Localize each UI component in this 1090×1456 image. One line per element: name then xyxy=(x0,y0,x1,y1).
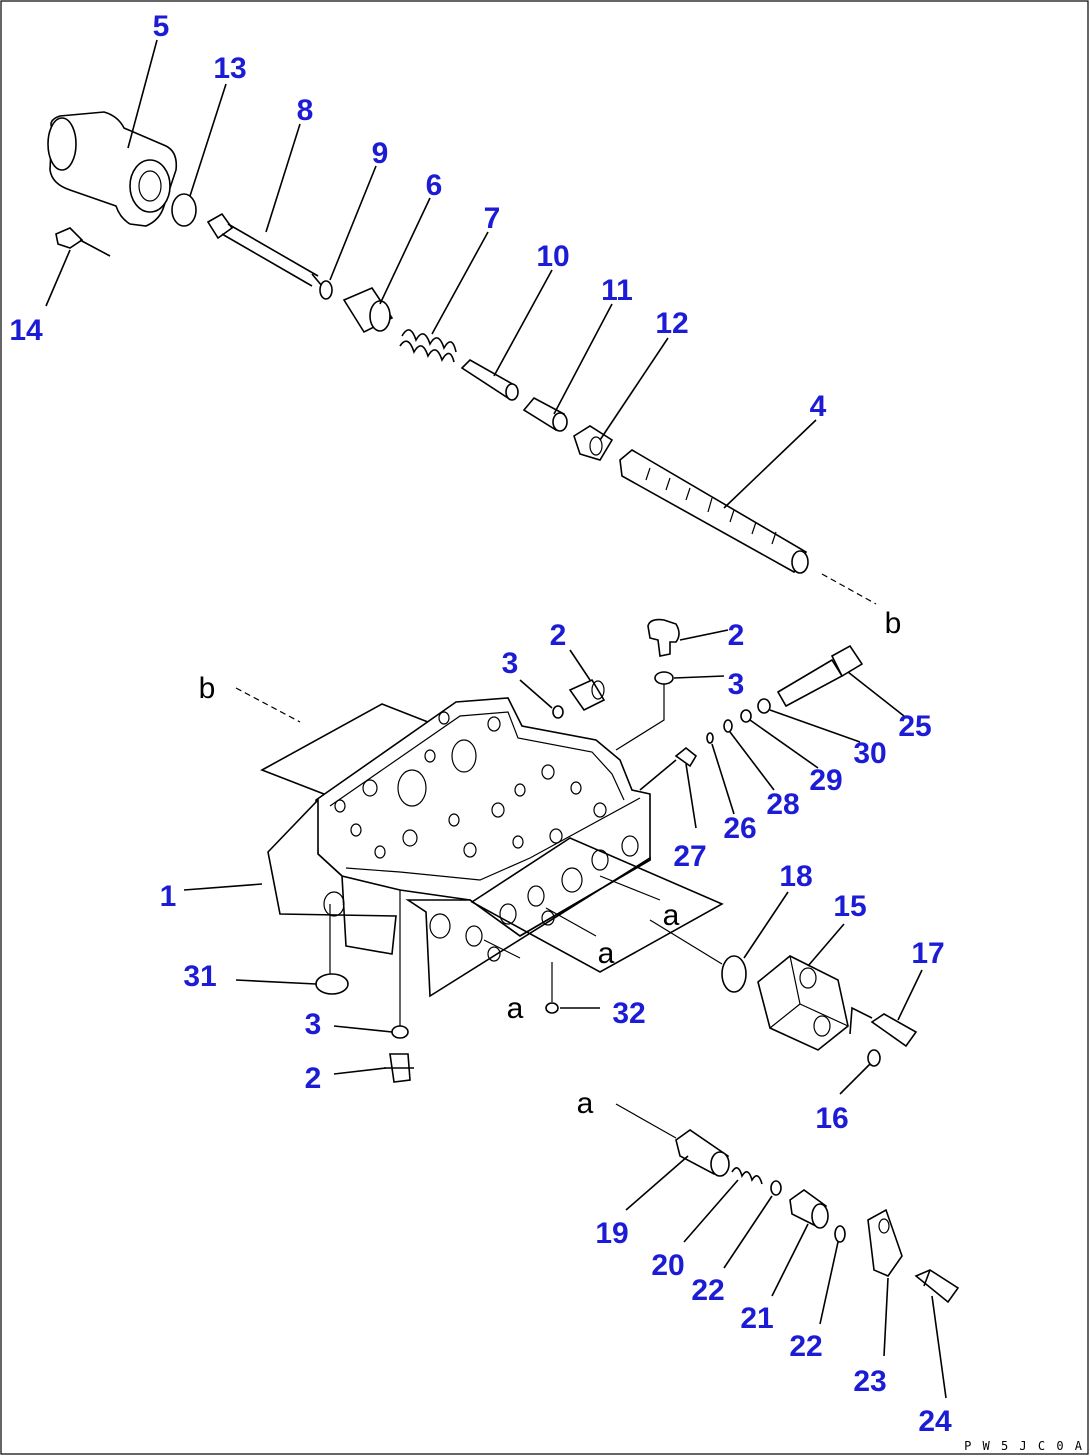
callout-c13: 13 xyxy=(213,52,246,85)
part-3-o-ring-top-right xyxy=(654,671,674,685)
part-1-valve-body xyxy=(260,697,651,998)
callout-c23: 23 xyxy=(853,1365,886,1398)
part-24-bolt xyxy=(914,1269,960,1304)
part-14-bolt xyxy=(55,227,111,257)
callout-c31: 31 xyxy=(183,960,216,993)
part-30-ring xyxy=(757,698,771,714)
callout-c2b: 2 xyxy=(728,619,745,652)
callout-c3a: 3 xyxy=(502,647,519,680)
callout-c9: 9 xyxy=(372,137,389,170)
arrow-a-lower xyxy=(615,1103,677,1139)
part-22-ring-2 xyxy=(834,1225,846,1243)
leader-lines xyxy=(45,39,947,1399)
part-15-block xyxy=(757,955,849,1051)
view-letter-lb1: b xyxy=(885,607,902,640)
callout-c32: 32 xyxy=(612,997,645,1030)
callout-c25: 25 xyxy=(898,710,931,743)
callout-c11: 11 xyxy=(601,274,633,307)
arrow-b-upper xyxy=(821,573,877,605)
callout-c3b: 3 xyxy=(728,668,745,701)
callout-c2c: 2 xyxy=(305,1062,322,1095)
callout-c19: 19 xyxy=(595,1217,628,1250)
callout-c1: 1 xyxy=(160,880,177,913)
callout-c8: 8 xyxy=(297,94,314,127)
part-7-spring xyxy=(399,329,457,363)
callout-c18: 18 xyxy=(779,860,812,893)
part-32-o-ring xyxy=(545,1002,559,1014)
drawing-code: P W 5 J C 0 A xyxy=(964,1439,1084,1453)
view-letter-la3: a xyxy=(507,992,524,1025)
callout-c12: 12 xyxy=(655,307,688,340)
arrow-a-2 xyxy=(545,907,597,937)
callout-c14: 14 xyxy=(9,314,43,347)
callout-c17: 17 xyxy=(911,937,944,970)
part-23-cover xyxy=(867,1208,903,1277)
view-letter-la1: a xyxy=(663,899,680,932)
part-27-plug xyxy=(639,746,698,791)
callout-c4: 4 xyxy=(810,390,827,423)
part-12-collar xyxy=(573,425,614,461)
view-letter-lb2: b xyxy=(199,672,216,705)
part-10-piston xyxy=(460,359,519,401)
part-21-piston xyxy=(789,1189,829,1229)
part-5-cover xyxy=(47,111,178,227)
section-plane-a xyxy=(470,837,724,973)
leader-3-top-right-body xyxy=(615,684,665,751)
part-4-spool xyxy=(619,449,809,574)
part-29-ring xyxy=(740,709,752,723)
part-13-o-ring xyxy=(171,193,197,227)
callout-c22b: 22 xyxy=(789,1330,822,1363)
part-2-plug-top-left xyxy=(568,678,606,712)
callout-c3c: 3 xyxy=(305,1008,322,1041)
callout-c28: 28 xyxy=(766,788,799,821)
part-2-plug-bottom xyxy=(384,1053,414,1083)
callout-c22a: 22 xyxy=(691,1274,724,1307)
callout-c29: 29 xyxy=(809,764,842,797)
arrow-a-1 xyxy=(599,875,661,901)
view-letter-layer: b b a a a a xyxy=(199,607,902,1120)
part-20-spring xyxy=(731,1167,763,1185)
callout-c6: 6 xyxy=(426,169,443,202)
view-letter-la2: a xyxy=(598,937,615,970)
part-22-ring-1 xyxy=(770,1180,782,1196)
part-25-valve xyxy=(776,644,864,708)
part-31-cover xyxy=(315,973,349,995)
part-18-o-ring xyxy=(721,955,747,993)
part-17-bolt xyxy=(849,1006,918,1048)
arrow-b-lower xyxy=(235,687,301,723)
callout-c26: 26 xyxy=(723,812,756,845)
callout-c2a: 2 xyxy=(550,619,567,652)
callout-c15: 15 xyxy=(833,890,866,923)
leader-18-body xyxy=(649,919,723,965)
callout-c20: 20 xyxy=(651,1249,684,1282)
callout-c16: 16 xyxy=(815,1102,848,1135)
part-28-ring xyxy=(723,719,733,733)
part-2-plug-top-right xyxy=(647,618,680,657)
callout-c7: 7 xyxy=(484,202,501,235)
callout-c10: 10 xyxy=(536,240,569,273)
callout-c27: 27 xyxy=(673,840,706,873)
part-26-ring xyxy=(706,732,714,744)
part-8-bolt xyxy=(206,212,323,287)
part-16-ring xyxy=(867,1049,881,1067)
arrow-a-3 xyxy=(483,939,521,959)
view-letter-la4: a xyxy=(577,1087,594,1120)
part-19-sleeve xyxy=(675,1129,730,1177)
part-3-o-ring-top-left xyxy=(552,705,564,719)
part-3-o-ring-bottom xyxy=(391,1025,409,1039)
part-6-sleeve xyxy=(342,287,394,334)
part-11-piston xyxy=(522,396,568,432)
callout-c5: 5 xyxy=(153,10,170,43)
callout-c24: 24 xyxy=(918,1405,952,1438)
part-9-washer xyxy=(319,280,333,300)
callout-c30: 30 xyxy=(853,737,886,770)
callout-c21: 21 xyxy=(740,1302,773,1335)
